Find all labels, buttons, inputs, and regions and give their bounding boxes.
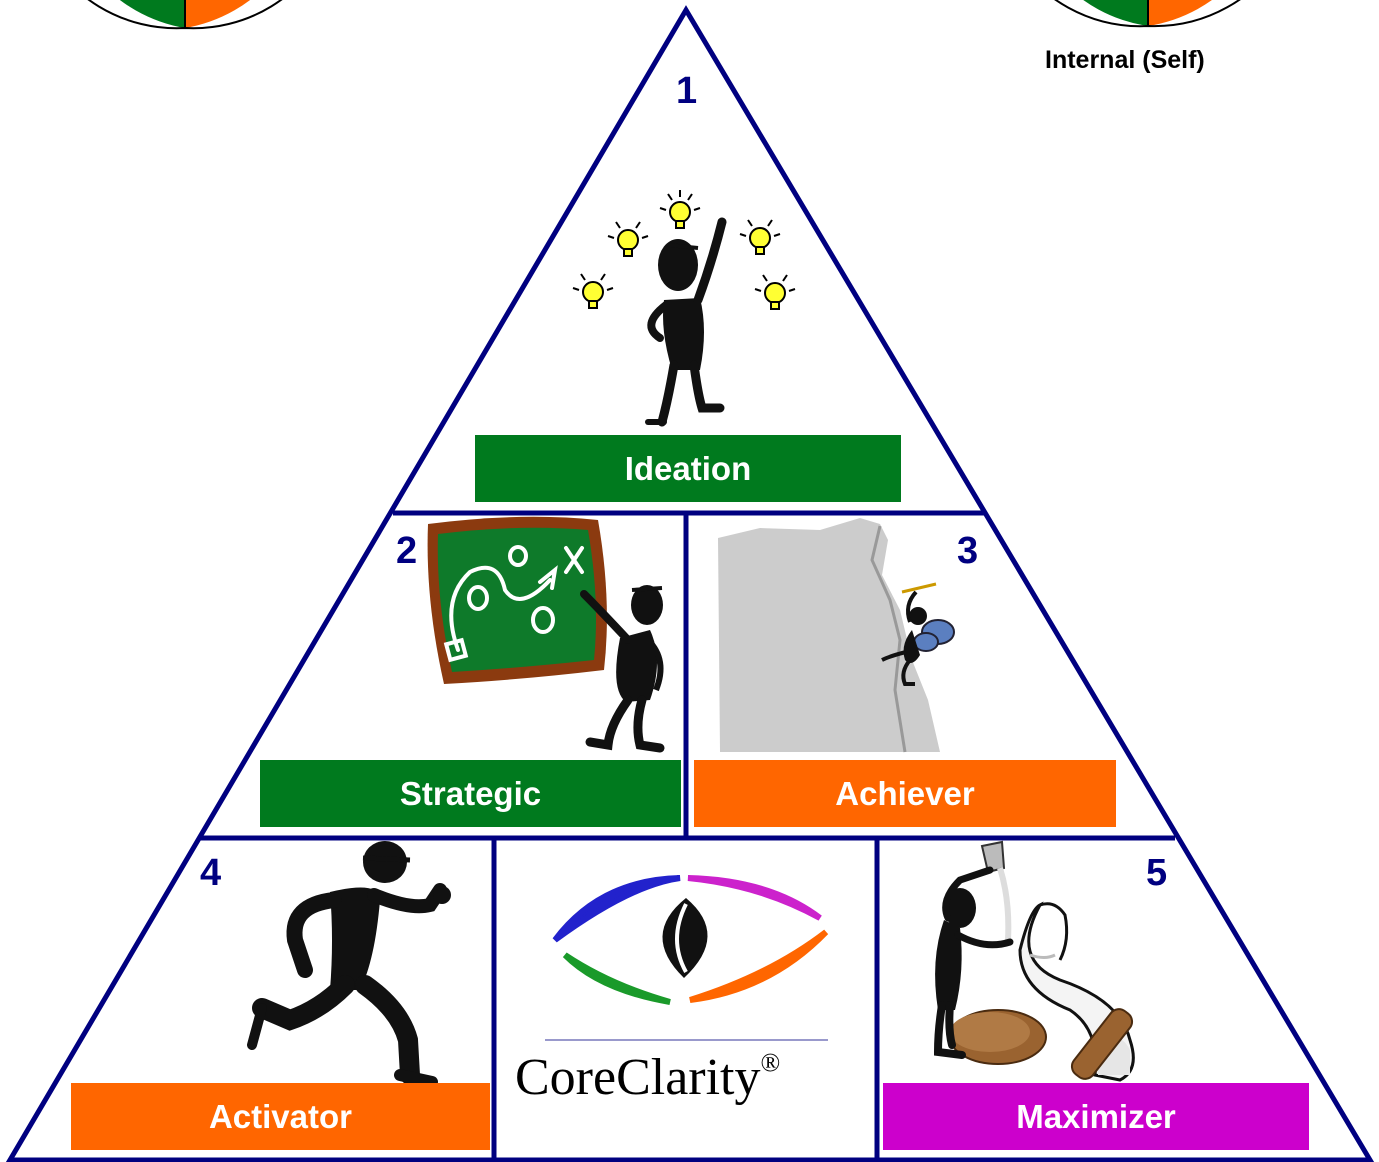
achiever-label: Achiever: [694, 760, 1116, 827]
logo-name: CoreClarity: [515, 1049, 761, 1106]
hourglass-person-icon: [933, 840, 1135, 1082]
coreclarity-logo-text: CoreClarity®: [515, 1048, 780, 1107]
pyramid-frame: [5, 5, 1375, 1162]
strategic-label: Strategic: [260, 760, 681, 827]
registered-mark: ®: [760, 1048, 781, 1077]
ideation-label: Ideation: [475, 435, 901, 502]
pie-chart-right-icon: [1054, 0, 1241, 28]
activator-label: Activator: [71, 1083, 490, 1150]
section-5-number: 5: [1146, 852, 1168, 894]
maximizer-label: Maximizer: [883, 1083, 1309, 1150]
chalkboard-icon: [427, 516, 607, 684]
section-2-number: 2: [396, 530, 418, 572]
runner-icon: [247, 841, 451, 1088]
section-3-number: 3: [957, 530, 979, 572]
internal-self-caption: Internal (Self): [1045, 46, 1205, 74]
lightbulb-icons: [572, 190, 796, 310]
eye-logo-icon: [545, 875, 829, 1041]
strategist-person-icon: [580, 585, 665, 753]
cliff-climber-icon: [718, 518, 955, 753]
section-1-number: 1: [676, 70, 698, 112]
pie-chart-left-icon: [87, 0, 283, 30]
section-4-number: 4: [200, 852, 222, 894]
idea-person-icon: [645, 217, 727, 427]
